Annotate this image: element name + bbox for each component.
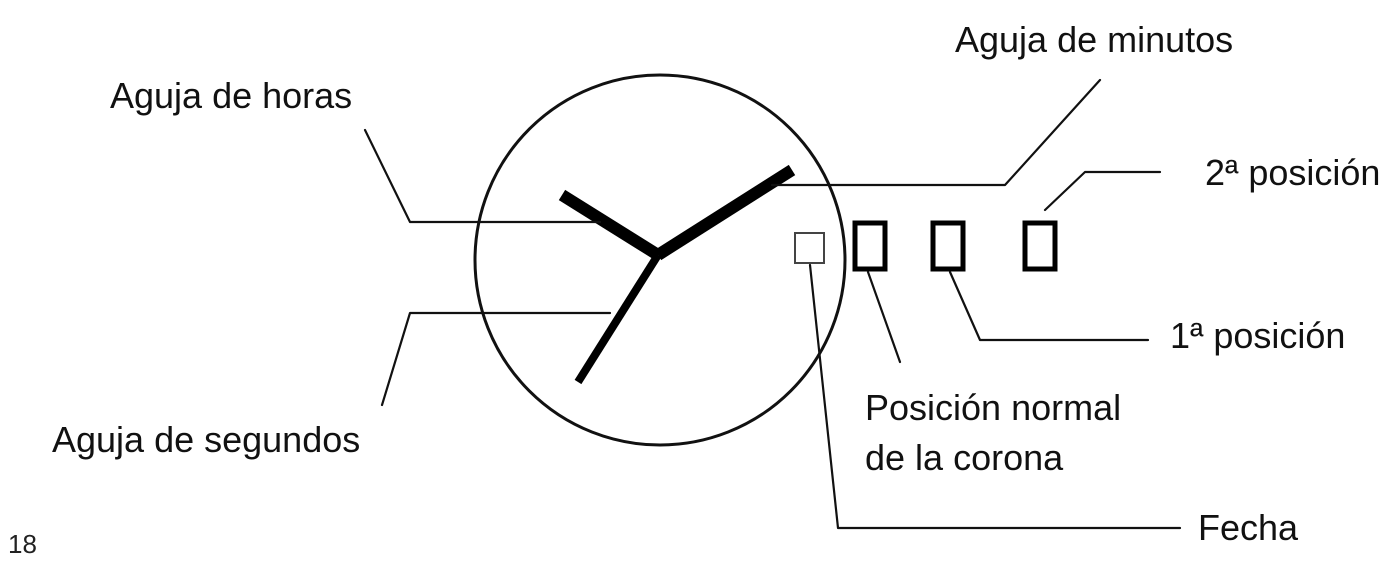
first-position-leader	[948, 270, 1150, 342]
date-window	[794, 232, 825, 264]
minute-hand	[654, 164, 796, 261]
second-hand	[574, 252, 662, 385]
normal-position-label-line2: de la corona	[865, 437, 1064, 478]
date-leader	[808, 263, 1182, 530]
second-position-label: 2ª posición	[1205, 152, 1380, 193]
second-position-leader	[1043, 170, 1162, 212]
second-hand-leader	[380, 311, 612, 407]
crown-normal-position-marker	[852, 220, 888, 272]
normal-position-label-line1: Posición normal	[865, 387, 1121, 428]
minute-hand-label: Aguja de minutos	[955, 19, 1233, 60]
first-position-label: 1ª posición	[1170, 315, 1345, 356]
second-hand-label: Aguja de segundos	[52, 419, 360, 460]
date-label: Fecha	[1198, 507, 1299, 548]
hour-hand-label: Aguja de horas	[110, 75, 352, 116]
page-number: 18	[8, 529, 37, 559]
crown-first-position-marker	[930, 220, 966, 272]
watch-dial	[473, 73, 847, 447]
hour-hand-leader	[363, 128, 602, 224]
minute-hand-leader	[770, 78, 1102, 187]
normal-position-leader	[866, 270, 902, 364]
crown-second-position-marker	[1022, 220, 1058, 272]
hour-hand	[558, 189, 662, 261]
